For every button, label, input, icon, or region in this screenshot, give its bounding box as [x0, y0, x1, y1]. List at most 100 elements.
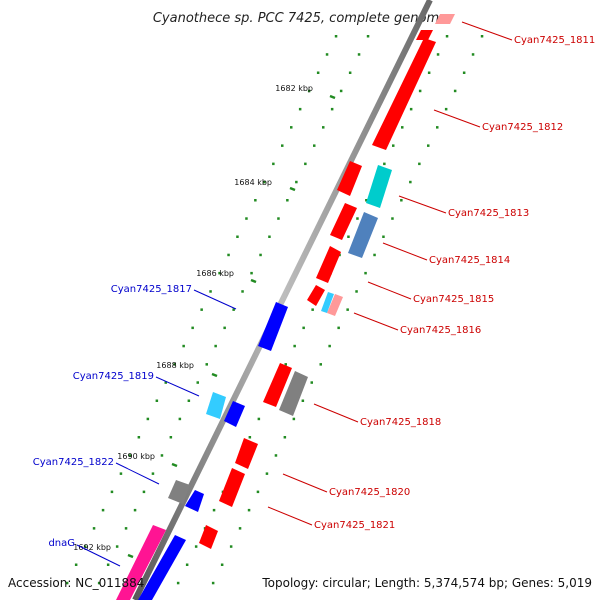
gene-label[interactable]: Cyan7425_1822: [33, 457, 114, 468]
tick-dot: [182, 344, 185, 348]
gene-label[interactable]: dnaG: [48, 538, 75, 549]
gene-leader-line: [433, 109, 481, 128]
tick-dot: [101, 508, 105, 512]
tick-dot: [290, 126, 293, 129]
tick-dot: [110, 490, 114, 494]
gene-label[interactable]: Cyan7425_1817: [111, 284, 192, 295]
tick-dot: [365, 199, 368, 202]
gene-leader-line: [353, 312, 399, 331]
genome-summary-text: Topology: circular; Length: 5,374,574 bp…: [261, 576, 592, 590]
tick-dot: [348, 71, 352, 74]
gene-Cyan7425_1822b[interactable]: [185, 490, 204, 512]
gene-Cyan7425_1811-pink[interactable]: [435, 14, 455, 24]
gene-Cyan7425_1814[interactable]: [348, 212, 378, 258]
tick-dot: [142, 490, 146, 494]
gene-leader-line: [313, 403, 359, 423]
gene-leader-line: [115, 462, 160, 485]
tick-dot: [427, 71, 431, 74]
gene-leader-line: [76, 544, 121, 567]
gene-label[interactable]: Cyan7425_1812: [482, 122, 563, 133]
gene-label[interactable]: Cyan7425_1811: [514, 35, 595, 46]
tick-label: 1684 kbp: [234, 178, 272, 187]
gene-dnaG[interactable]: [138, 535, 186, 600]
gene-label[interactable]: Cyan7425_1819: [73, 371, 154, 382]
tick-dot: [346, 308, 349, 311]
tick-dot: [196, 381, 199, 384]
tick-dot: [274, 454, 278, 457]
tick-dot: [462, 71, 466, 74]
gene-label[interactable]: Cyan7425_1816: [400, 325, 481, 336]
tick-label: 1692 kbp: [73, 543, 111, 552]
gene-Cyan7425_1818[interactable]: [279, 371, 308, 416]
tick-dot: [307, 89, 311, 93]
tick-dot: [178, 417, 182, 421]
tick-dot: [328, 344, 331, 348]
tick-mark: [127, 553, 134, 559]
gene-Cyan7425_1812[interactable]: [372, 38, 436, 150]
tick-dot: [392, 144, 395, 147]
gene-label[interactable]: Cyan7425_1814: [429, 255, 510, 266]
tick-dot: [334, 35, 338, 38]
tick-dot: [427, 144, 430, 147]
tick-dot: [272, 162, 275, 166]
gene-label[interactable]: Cyan7425_1821: [314, 520, 395, 531]
tick-dot: [259, 253, 262, 257]
tick-dot: [247, 508, 251, 512]
gene-Cyan7425_1817[interactable]: [258, 302, 288, 351]
tick-dot: [151, 472, 155, 475]
tick-dot: [400, 199, 403, 202]
gene-Cyan7425_1821[interactable]: [199, 525, 218, 549]
tick-mark: [329, 94, 336, 100]
gene-Cyan7425_1815b[interactable]: [330, 203, 357, 240]
tick-dot: [146, 417, 150, 421]
gene-Cyan7425_1820[interactable]: [235, 438, 258, 469]
gene-label[interactable]: Cyan7425_1820: [329, 487, 410, 498]
gene-Cyan7425_1819b[interactable]: [224, 401, 245, 427]
tick-dot: [212, 508, 216, 512]
gene-Cyan7425_1822[interactable]: [168, 480, 190, 504]
gene-Cyan7425_1815c[interactable]: [316, 246, 341, 283]
tick-dot: [373, 253, 376, 257]
tick-dot: [337, 326, 340, 330]
gene-dnaG-pink[interactable]: [116, 525, 166, 600]
gene-Cyan7425_1811[interactable]: [416, 30, 433, 40]
gene-Cyan7425_1815[interactable]: [337, 161, 362, 196]
gene-label[interactable]: Cyan7425_1815: [413, 294, 494, 305]
tick-dot: [356, 217, 359, 220]
gene-label[interactable]: Cyan7425_1818: [360, 417, 441, 428]
tick-label: 1686 kbp: [196, 269, 234, 278]
tick-dot: [256, 490, 260, 494]
gene-Cyan7425_1819[interactable]: [206, 392, 226, 419]
tick-dot: [325, 53, 329, 56]
gene-Cyan7425_1816[interactable]: [321, 292, 334, 313]
tick-mark: [211, 372, 218, 378]
tick-dot: [187, 399, 191, 402]
gene-Cyan7425_1818a[interactable]: [263, 363, 292, 407]
gene-Cyan7425_1813[interactable]: [366, 165, 392, 208]
tick-dot: [173, 363, 176, 366]
gene-Cyan7425_1816b[interactable]: [327, 294, 343, 316]
tick-dot: [302, 326, 305, 330]
tick-dot: [292, 417, 296, 421]
tick-dot: [284, 363, 287, 366]
tick-dot: [92, 527, 96, 530]
tick-label: 1688 kbp: [156, 361, 194, 370]
tick-dot: [471, 53, 475, 56]
gene-leader-line: [398, 195, 447, 214]
gene-Cyan7425_1815d[interactable]: [307, 285, 325, 306]
tick-dot: [298, 107, 302, 111]
gene-Cyan7425_1820b[interactable]: [219, 468, 245, 507]
gene-leader-line: [193, 289, 237, 310]
tick-dot: [232, 308, 235, 311]
tick-dot: [214, 344, 217, 348]
tick-dot: [310, 381, 313, 384]
tick-dot: [382, 235, 385, 238]
tick-dot: [200, 308, 203, 311]
tick-dot: [248, 436, 252, 439]
tick-dot: [391, 217, 394, 220]
tick-dot: [223, 326, 226, 330]
tick-dot: [263, 180, 266, 184]
gene-label[interactable]: Cyan7425_1813: [448, 208, 529, 219]
tick-dot: [250, 271, 253, 275]
tick-dot: [205, 363, 208, 366]
